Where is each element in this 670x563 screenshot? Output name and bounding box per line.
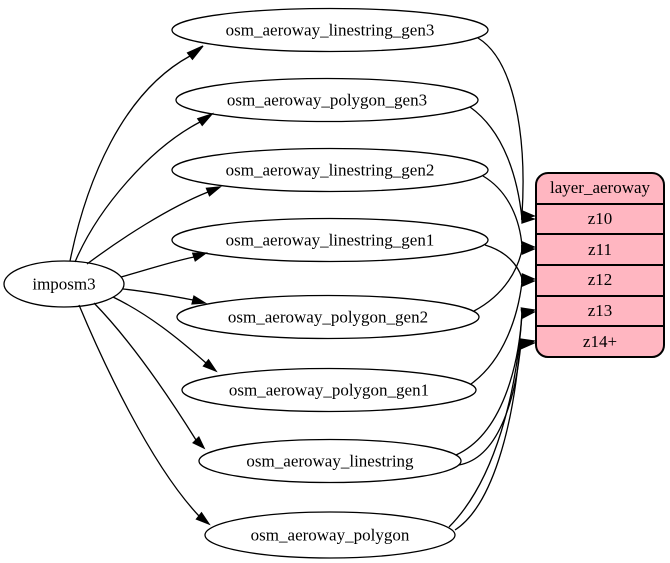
layer-row-z11: z11 xyxy=(537,233,663,264)
arrowhead-icon xyxy=(202,358,218,373)
arrowhead-icon xyxy=(196,112,215,127)
edge-line xyxy=(473,249,523,312)
edge-imposm3-to-osm-aeroway-polygon-gen3 xyxy=(74,112,215,263)
edge-line xyxy=(74,121,201,263)
arrowhead-icon xyxy=(520,309,537,319)
edge-line xyxy=(69,55,191,262)
node-ellipse-osm-aeroway-polygon-gen2 xyxy=(176,294,480,340)
node-label-imposm3: imposm3 xyxy=(32,274,96,294)
edge-line xyxy=(458,342,522,466)
edge-imposm3-to-osm-aeroway-linestring-gen1 xyxy=(120,252,209,278)
edge-line xyxy=(120,256,195,278)
edge-line xyxy=(448,313,523,528)
arrowhead-icon xyxy=(191,295,208,305)
edge-line xyxy=(484,244,523,279)
edge-imposm3-to-osm-aeroway-polygon xyxy=(78,304,211,526)
arrowhead-icon xyxy=(195,511,211,526)
edge-line xyxy=(477,37,524,216)
node-label-osm-aeroway-linestring-gen2: osm_aeroway_linestring_gen2 xyxy=(225,160,435,180)
layer-aeroway-node: layer_aeroway z10 z11 z12 z13 z14+ xyxy=(535,172,665,358)
layer-row-z13: z13 xyxy=(537,294,663,326)
node-ellipse-osm-aeroway-linestring-gen2 xyxy=(171,147,489,193)
edge-line xyxy=(454,344,521,531)
node-label-osm-aeroway-linestring-gen3: osm_aeroway_linestring_gen3 xyxy=(225,20,435,40)
edge-imposm3-to-osm-aeroway-linestring-gen2 xyxy=(86,186,223,265)
layer-row-z10: z10 xyxy=(537,202,663,234)
node-label-osm-aeroway-linestring: osm_aeroway_linestring xyxy=(246,451,414,471)
node-label-osm-aeroway-polygon-gen2: osm_aeroway_polygon_gen2 xyxy=(227,307,429,327)
edge-imposm3-to-osm-aeroway-polygon-gen1 xyxy=(112,296,218,373)
node-ellipse-osm-aeroway-linestring xyxy=(198,438,462,484)
edge-line xyxy=(78,304,200,517)
layer-aeroway-header: layer_aeroway xyxy=(549,178,651,198)
arrowhead-icon xyxy=(191,252,209,262)
edge-imposm3-to-osm-aeroway-linestring xyxy=(93,302,206,450)
arrowhead-icon xyxy=(518,340,537,350)
edge-osm-aeroway-polygon-gen1-to-z12 xyxy=(470,277,537,385)
arrowhead-icon xyxy=(186,45,204,61)
edge-osm-aeroway-polygon-gen3-to-z10 xyxy=(469,106,537,224)
edge-osm-aeroway-polygon-to-z14plus xyxy=(454,340,537,531)
arrowhead-icon xyxy=(520,245,537,255)
node-ellipse-osm-aeroway-linestring-gen1 xyxy=(171,217,489,263)
edge-osm-aeroway-linestring-to-z13 xyxy=(455,307,537,456)
arrowhead-icon xyxy=(521,214,537,224)
arrowhead-icon xyxy=(520,277,537,287)
node-label-osm-aeroway-linestring-gen1: osm_aeroway_linestring_gen1 xyxy=(225,230,435,250)
edge-imposm3-to-osm-aeroway-linestring-gen3 xyxy=(69,45,204,262)
node-ellipse-osm-aeroway-polygon-gen3 xyxy=(175,77,479,123)
node-ellipse-osm-aeroway-linestring-gen3 xyxy=(171,7,489,53)
layer-row-z14plus: z14+ xyxy=(537,325,663,356)
edge-osm-aeroway-polygon-gen2-to-z11 xyxy=(473,245,537,312)
arrowhead-icon xyxy=(192,436,206,450)
edge-line xyxy=(93,302,197,441)
edge-line xyxy=(86,191,209,265)
arrowhead-icon xyxy=(205,186,223,197)
layer-row-z12: z12 xyxy=(537,264,663,295)
edge-line xyxy=(122,288,194,301)
node-ellipse-osm-aeroway-polygon-gen1 xyxy=(181,367,477,413)
edge-line xyxy=(470,281,523,385)
node-label-osm-aeroway-polygon-gen3: osm_aeroway_polygon_gen3 xyxy=(226,90,428,110)
node-ellipse-imposm3 xyxy=(3,260,125,308)
node-label-osm-aeroway-polygon: osm_aeroway_polygon xyxy=(250,525,410,545)
node-label-osm-aeroway-polygon-gen1: osm_aeroway_polygon_gen1 xyxy=(228,380,430,400)
edge-imposm3-to-osm-aeroway-polygon-gen2 xyxy=(122,288,208,305)
edge-line xyxy=(482,175,523,247)
edge-osm-aeroway-linestring-gen3-to-z10 xyxy=(477,37,537,220)
edge-line xyxy=(469,106,523,220)
edge-line xyxy=(112,296,207,364)
node-ellipse-osm-aeroway-polygon xyxy=(204,511,456,559)
